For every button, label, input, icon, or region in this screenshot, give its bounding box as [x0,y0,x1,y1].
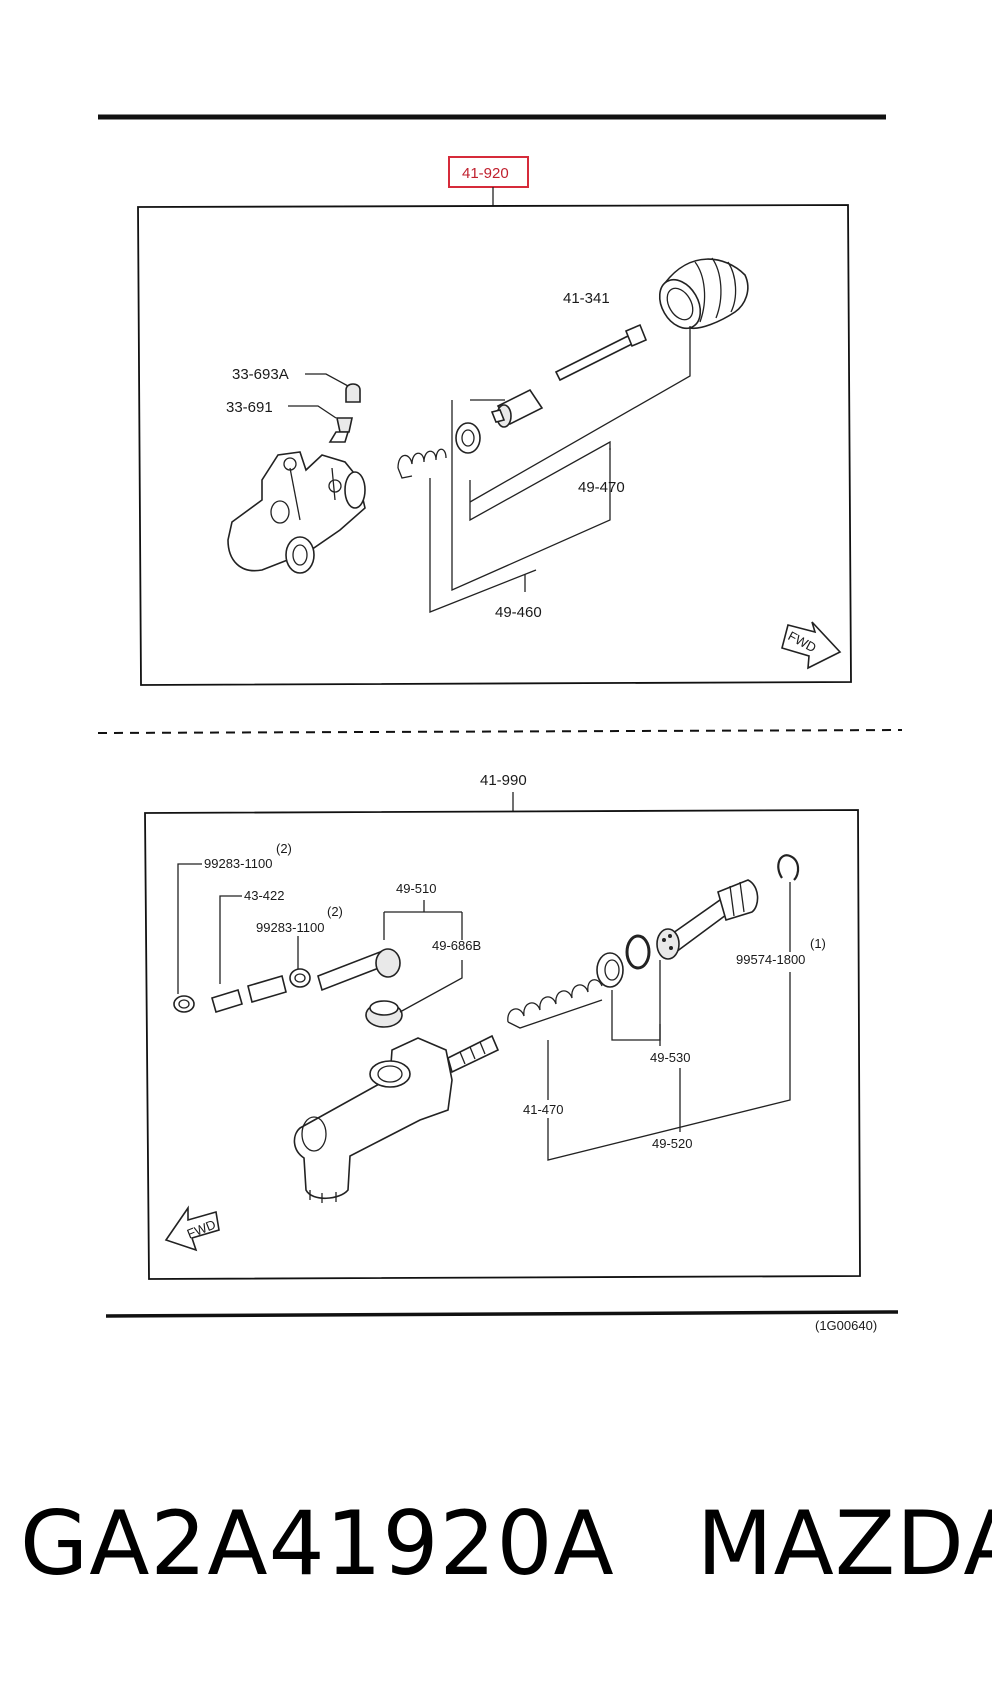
hose [211,974,287,1014]
label-49-460: 49-460 [495,604,542,621]
grommet [365,1000,403,1028]
label-49-470: 49-470 [578,479,625,496]
callout-box[interactable] [448,156,529,188]
part-number: GA2A41920A [20,1491,615,1595]
label-99283-b: 99283-1100 [256,920,324,935]
pushrod [554,323,648,382]
qty-c: (1) [810,936,826,951]
label-33-691: 33-691 [226,399,273,416]
master-cylinder-body [293,1034,500,1203]
title-41-990: 41-990 [480,772,527,789]
top-frame [137,204,852,686]
label-49-686b: 49-686B [432,938,481,953]
label-49-520: 49-520 [652,1136,692,1151]
product-caption: GA2A41920A MAZDA [20,1488,992,1598]
qty-b: (2) [327,904,343,919]
bottom-assembly: 41-990 (2) 99283-1100 43-422 (2) 99283-1… [144,772,861,1280]
label-43-422: 43-422 [244,888,284,903]
snap-ring [777,854,800,881]
slave-cylinder-body [227,451,366,574]
bleeder-cap [345,383,361,403]
label-99283-a: 99283-1100 [204,856,272,871]
section-separator [97,729,903,734]
label-41-470: 41-470 [523,1102,563,1117]
master-piston [656,879,759,960]
bottom-rule [105,1310,899,1318]
top-assembly: 41-920 41-341 33-693A 33-691 [137,156,852,686]
spring [397,448,447,479]
callout-41-920[interactable]: 41-920 [462,165,509,182]
bottom-frame [144,809,861,1280]
figure-code: (1G00640) [815,1318,877,1333]
secondary-cup [596,952,624,988]
label-49-510: 49-510 [396,881,436,896]
label-41-341: 41-341 [563,290,610,307]
bleeder-screw [328,417,353,443]
piston [490,388,544,428]
reservoir-fitting [317,948,401,992]
o-ring [625,934,651,970]
hose-clip-b [289,968,311,988]
label-33-693a: 33-693A [232,366,289,383]
return-spring [507,979,603,1029]
piston-cup [455,422,481,454]
fwd-arrow-bottom: FWD [164,1205,220,1252]
fwd-arrow-top: FWD [781,621,842,670]
hose-clip-a [173,995,195,1013]
qty-a: (2) [276,841,292,856]
label-99574: 99574-1800 [736,952,805,967]
label-49-530: 49-530 [650,1050,690,1065]
brand-name: MAZDA [696,1491,992,1595]
dust-boot [658,257,749,330]
